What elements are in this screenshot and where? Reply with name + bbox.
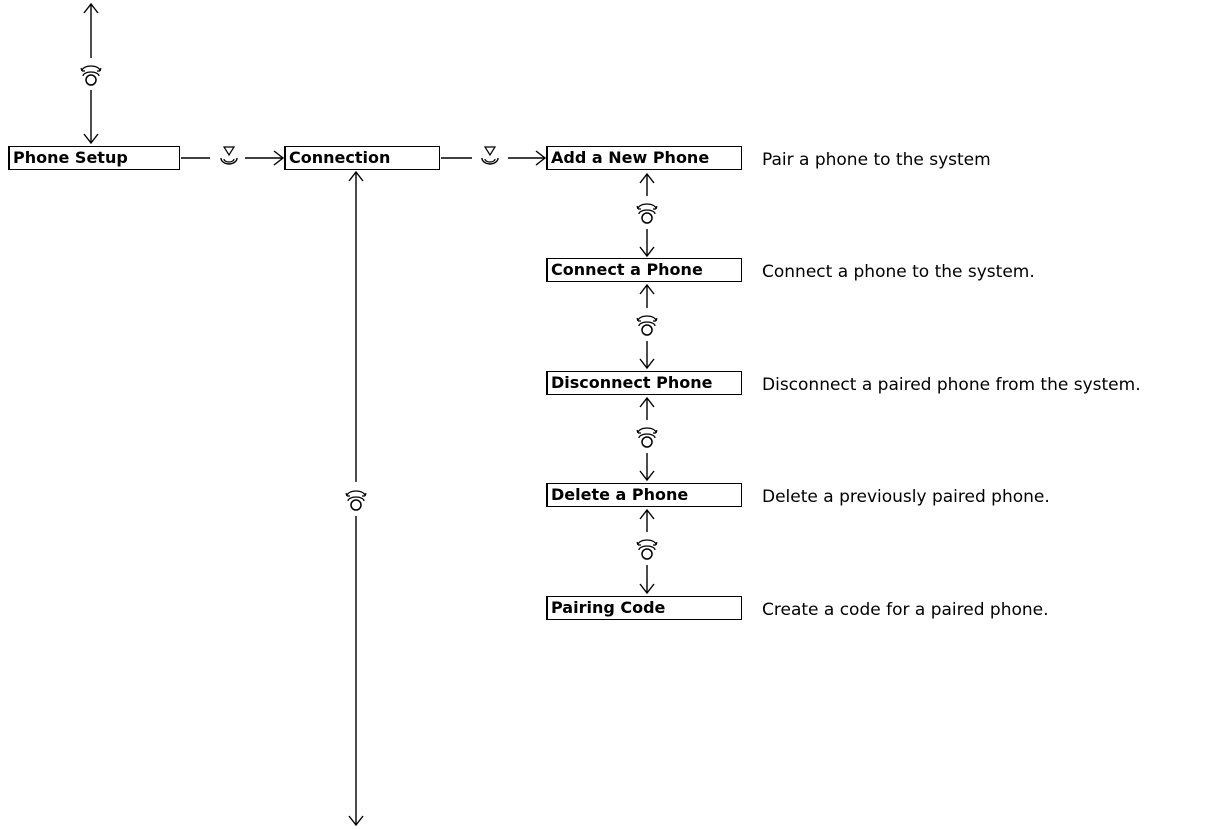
disconnect-phone-description: Disconnect a paired phone from the syste… [762, 375, 1141, 395]
press-selector-icon [220, 146, 238, 165]
add-new-phone-box: Add a New Phone [546, 146, 742, 170]
pairing-code-box: Pairing Code [546, 596, 742, 620]
phone-setup-box: Phone Setup [8, 146, 180, 170]
phone-setup-to-connection-connector [181, 146, 285, 166]
delete-phone-box: Delete a Phone [546, 483, 742, 507]
connect-phone-description: Connect a phone to the system. [762, 262, 1035, 282]
rotate-selector-icon [636, 203, 658, 224]
rotate-selector-icon [636, 427, 658, 448]
connect-phone-box: Connect a Phone [546, 258, 742, 282]
connection-vertical-connector [345, 170, 367, 827]
submenu-connector-4 [636, 508, 658, 595]
delete-phone-description: Delete a previously paired phone. [762, 487, 1050, 507]
add-new-phone-description: Pair a phone to the system [762, 150, 991, 170]
disconnect-phone-box: Disconnect Phone [546, 371, 742, 395]
rotate-selector-icon [636, 539, 658, 560]
press-selector-icon [481, 146, 499, 165]
top-connector [80, 2, 102, 145]
connection-box: Connection [284, 146, 440, 170]
submenu-connector-2 [636, 283, 658, 370]
rotate-selector-icon [80, 65, 102, 86]
pairing-code-description: Create a code for a paired phone. [762, 600, 1049, 620]
connection-to-add-phone-connector [441, 146, 547, 166]
submenu-connector-1 [636, 172, 658, 258]
rotate-selector-icon [636, 315, 658, 336]
submenu-connector-3 [636, 396, 658, 482]
rotate-selector-icon [345, 490, 367, 511]
